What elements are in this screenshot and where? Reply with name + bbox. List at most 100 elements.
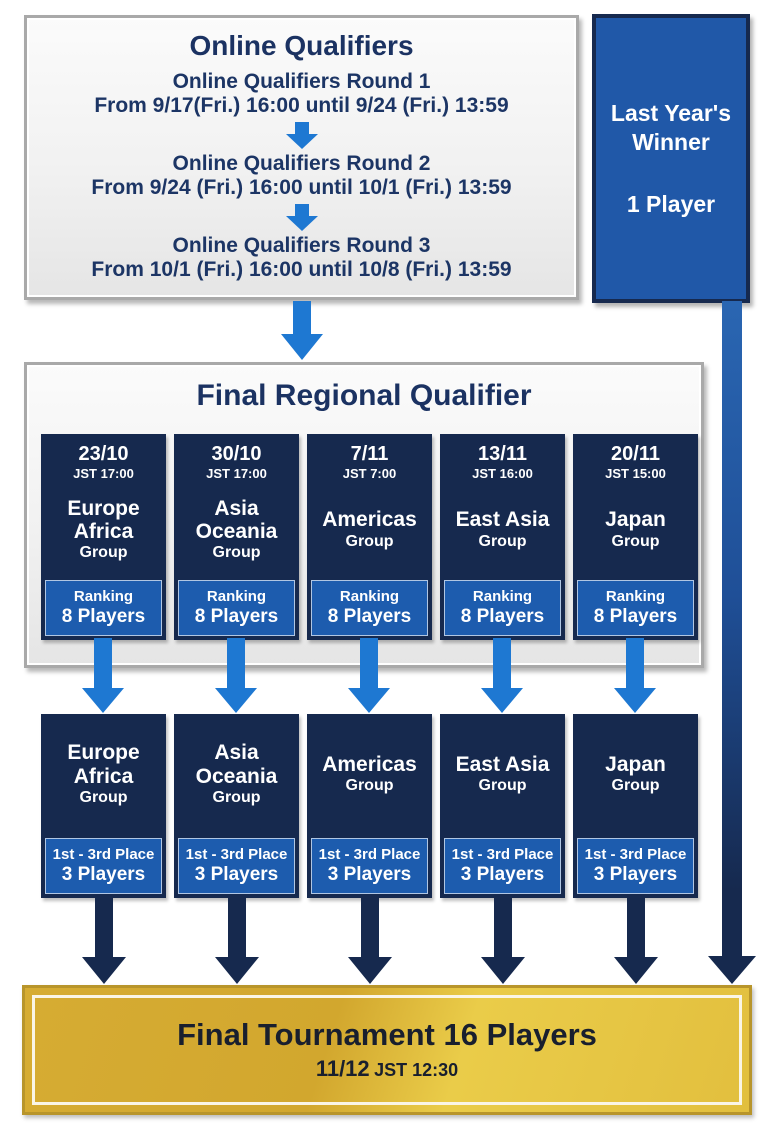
ranking-label: Ranking (472, 588, 533, 606)
group-time: JST 17:00 (206, 466, 267, 481)
last-years-winner-players: 1 Player (626, 190, 716, 217)
advancing-box-americas: Americas Group 1st - 3rd Place 3 Players (307, 714, 432, 898)
online-qualifiers-title: Online Qualifiers (189, 30, 414, 61)
place-label: 1st - 3rd Place (318, 846, 421, 864)
ranking-players: 8 Players (61, 605, 146, 627)
final-tournament-frame: Final Tournament 16 Players 11/12 JST 12… (32, 995, 742, 1105)
round-2-period: From 9/24 (Fri.) 16:00 until 10/1 (Fri.)… (91, 175, 512, 199)
group-time: JST 16:00 (472, 466, 533, 481)
ranking-band: Ranking 8 Players (444, 580, 561, 636)
group-name: Europe Africa (67, 496, 140, 543)
round-3: Online Qualifiers Round 3 From 10/1 (Fri… (91, 234, 511, 281)
last-years-winner-box: Last Year's Winner 1 Player (592, 14, 750, 303)
ranking-players: 8 Players (593, 605, 678, 627)
ranking-band: Ranking 8 Players (45, 580, 162, 636)
group-name: Asia Oceania (195, 496, 278, 543)
down-arrow-icon (215, 898, 259, 984)
place-players: 3 Players (61, 863, 146, 885)
group-name: Americas (322, 752, 417, 776)
down-arrow-icon (614, 638, 656, 713)
final-tournament-time: JST 12:30 (374, 1060, 459, 1081)
group-label: Group (478, 532, 527, 550)
group-date: 20/11 (611, 443, 660, 465)
advancing-box-japan: Japan Group 1st - 3rd Place 3 Players (573, 714, 698, 898)
place-band: 1st - 3rd Place 3 Players (178, 838, 295, 894)
group-name: East Asia (455, 752, 550, 776)
round-1: Online Qualifiers Round 1 From 9/17(Fri.… (94, 70, 508, 117)
group-date: 23/10 (78, 443, 129, 465)
group-column-asia-oceania: 30/10 JST 17:00 Asia Oceania Group Ranki… (174, 434, 299, 640)
group-label: Group (345, 532, 394, 550)
ranking-label: Ranking (206, 588, 267, 606)
group-label: Group (79, 544, 128, 562)
group-label: Group (212, 544, 261, 562)
place-band: 1st - 3rd Place 3 Players (45, 838, 162, 894)
group-column-japan: 20/11 JST 15:00 Japan Group Ranking 8 Pl… (573, 434, 698, 640)
group-column-east-asia: 13/11 JST 16:00 East Asia Group Ranking … (440, 434, 565, 640)
ranking-label: Ranking (339, 588, 400, 606)
group-label: Group (478, 777, 527, 795)
round-1-name: Online Qualifiers Round 1 (172, 70, 431, 93)
place-players: 3 Players (593, 863, 678, 885)
down-arrow-icon (481, 638, 523, 713)
ranking-players: 8 Players (460, 605, 545, 627)
final-tournament-date: 11/12 (315, 1056, 370, 1082)
ranking-band: Ranking 8 Players (178, 580, 295, 636)
group-date: 30/10 (211, 443, 262, 465)
round-3-name: Online Qualifiers Round 3 (172, 234, 431, 258)
group-column-americas: 7/11 JST 7:00 Americas Group Ranking 8 P… (307, 434, 432, 640)
group-label: Group (611, 777, 660, 795)
round-2: Online Qualifiers Round 2 From 9/24 (Fri… (91, 152, 511, 199)
final-tournament-schedule: 11/12 JST 12:30 (316, 1056, 458, 1082)
place-label: 1st - 3rd Place (52, 846, 155, 864)
final-tournament-box: Final Tournament 16 Players 11/12 JST 12… (22, 985, 752, 1115)
place-label: 1st - 3rd Place (185, 846, 288, 864)
group-time: JST 15:00 (605, 466, 666, 481)
group-name: Asia Oceania (195, 741, 278, 788)
round-1-period: From 9/17(Fri.) 16:00 until 9/24 (Fri.) … (94, 93, 509, 117)
advancing-box-east-asia: East Asia Group 1st - 3rd Place 3 Player… (440, 714, 565, 898)
ranking-band: Ranking 8 Players (577, 580, 694, 636)
place-band: 1st - 3rd Place 3 Players (444, 838, 561, 894)
final-regional-qualifier-title: Final Regional Qualifier (196, 379, 532, 412)
down-arrow-icon (281, 301, 323, 360)
winner-connector-arrow (708, 301, 756, 984)
place-players: 3 Players (327, 863, 412, 885)
group-label: Group (345, 777, 394, 795)
group-label: Group (79, 788, 128, 806)
round-2-name: Online Qualifiers Round 2 (172, 152, 431, 176)
ranking-label: Ranking (605, 588, 666, 606)
place-band: 1st - 3rd Place 3 Players (311, 838, 428, 894)
advancing-box-asia-oceania: Asia Oceania Group 1st - 3rd Place 3 Pla… (174, 714, 299, 898)
place-players: 3 Players (460, 863, 545, 885)
down-arrow-icon (82, 638, 124, 713)
group-column-europe-africa: 23/10 JST 17:00 Europe Africa Group Rank… (41, 434, 166, 640)
group-label: Group (212, 788, 261, 806)
group-time: JST 17:00 (73, 466, 134, 481)
group-date: 7/11 (350, 443, 389, 465)
down-arrow-icon (215, 638, 257, 713)
round-3-period: From 10/1 (Fri.) 16:00 until 10/8 (Fri.)… (91, 257, 512, 281)
down-arrow-icon (481, 898, 525, 984)
ranking-players: 8 Players (194, 605, 279, 627)
ranking-players: 8 Players (327, 605, 412, 627)
down-arrow-icon (614, 898, 658, 984)
group-date: 13/11 (478, 443, 527, 465)
down-arrow-icon (82, 898, 126, 984)
last-years-winner-title: Last Year's Winner (610, 100, 732, 155)
ranking-band: Ranking 8 Players (311, 580, 428, 636)
place-label: 1st - 3rd Place (584, 846, 687, 864)
group-name: Europe Africa (67, 741, 140, 788)
group-name: East Asia (455, 508, 550, 532)
group-label: Group (611, 532, 660, 550)
place-band: 1st - 3rd Place 3 Players (577, 838, 694, 894)
down-arrow-icon (348, 898, 392, 984)
group-name: Japan (605, 508, 666, 532)
place-label: 1st - 3rd Place (451, 846, 554, 864)
group-name: Japan (605, 752, 666, 776)
final-tournament-title: Final Tournament 16 Players (177, 1016, 597, 1052)
down-arrow-icon (285, 204, 318, 232)
place-players: 3 Players (194, 863, 279, 885)
online-qualifiers-box: Online Qualifiers Online Qualifiers Roun… (24, 15, 579, 300)
